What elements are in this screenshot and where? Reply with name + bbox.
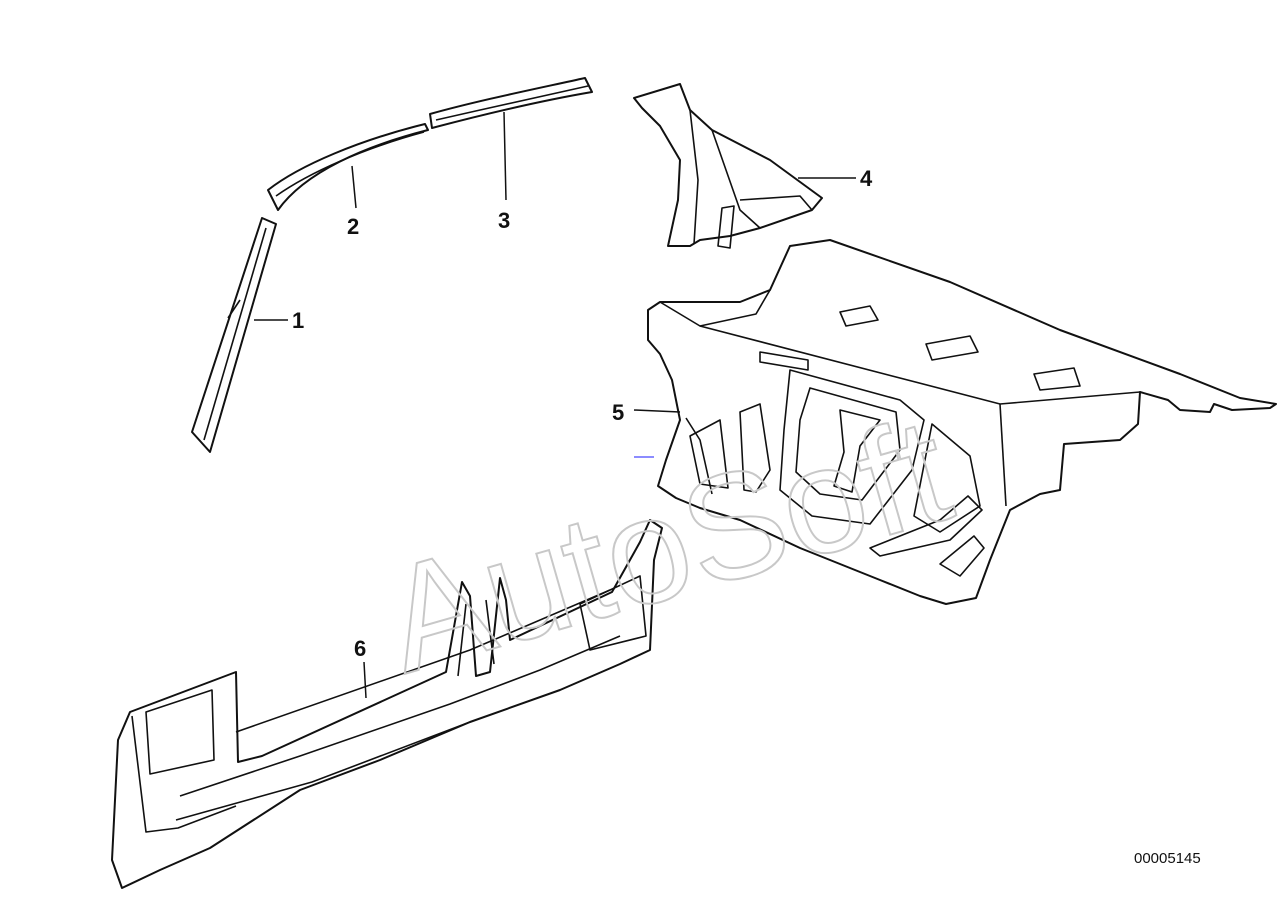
callout-3[interactable]: 3	[498, 208, 510, 233]
leader-2	[351, 165, 357, 209]
leader-3	[503, 111, 507, 201]
callout-6[interactable]: 6	[354, 636, 366, 661]
callout-1[interactable]: 1	[292, 308, 304, 333]
part-5-rear-panel-assembly[interactable]	[647, 239, 1277, 605]
callout-4[interactable]: 4	[860, 166, 873, 191]
part-1-pillar-strip[interactable]	[191, 217, 277, 453]
part-3-roof-strip-rear[interactable]	[429, 77, 593, 129]
part-6-side-sill-panel[interactable]	[111, 519, 663, 889]
leader-6	[363, 661, 367, 699]
callout-2[interactable]: 2	[347, 214, 359, 239]
leader-5	[633, 409, 681, 413]
part-4-c-pillar-panel[interactable]	[633, 83, 823, 249]
callout-leaders	[254, 111, 856, 699]
part-2-roof-strip-front[interactable]	[267, 123, 429, 211]
diagram-number: 00005145	[1134, 850, 1201, 867]
callout-5[interactable]: 5	[612, 400, 624, 425]
watermark-text: AutoSoft	[367, 385, 966, 705]
